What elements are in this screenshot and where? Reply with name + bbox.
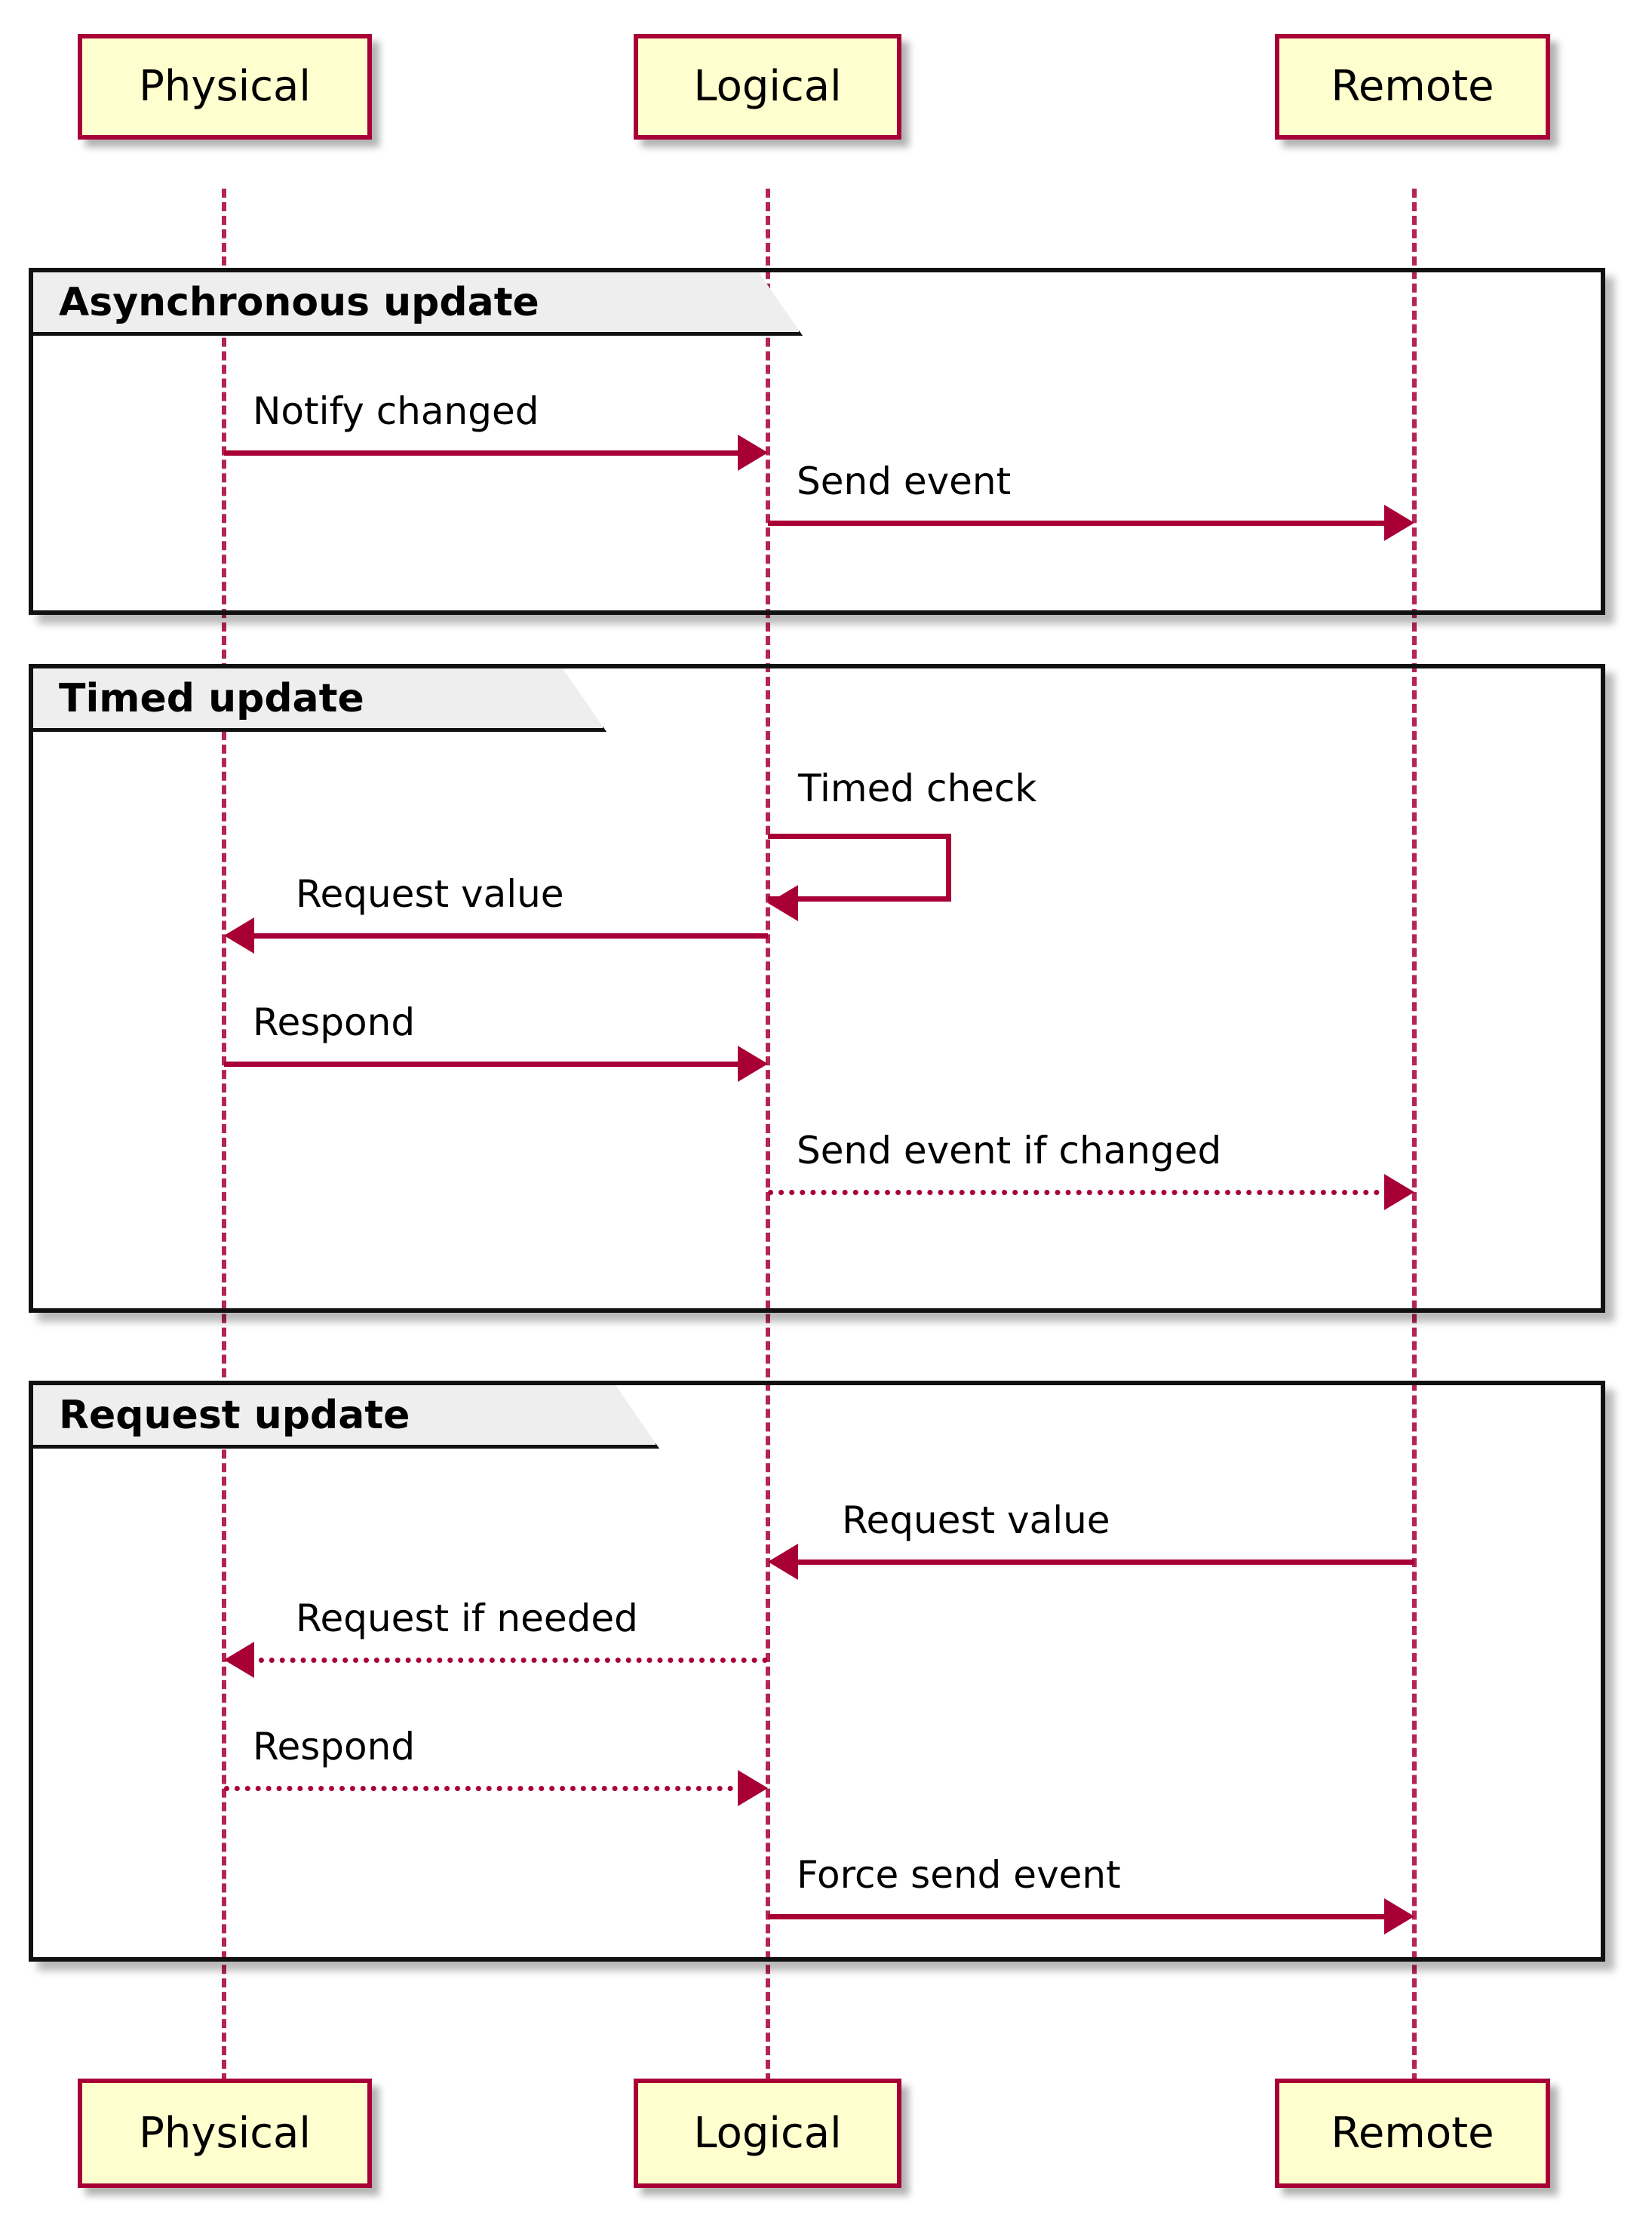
arrowhead-left-icon: [224, 917, 254, 954]
frame-label-timed-update: Timed update: [33, 668, 606, 732]
participant-logical-header[interactable]: Logical: [634, 34, 901, 140]
message-request-value-remote[interactable]: Request value: [768, 1501, 1414, 1584]
participant-logical-footer[interactable]: Logical: [634, 2079, 901, 2188]
lifeline-logical: [766, 189, 775, 2082]
message-timed-check[interactable]: Timed check: [768, 770, 1036, 921]
self-message-loop: [768, 834, 951, 902]
participant-label: Logical: [693, 2108, 842, 2158]
arrowhead-right-icon: [738, 1770, 768, 1806]
message-line: [224, 1062, 744, 1067]
message-send-event[interactable]: Send event: [768, 462, 1414, 545]
participant-remote-header[interactable]: Remote: [1275, 34, 1550, 140]
message-label: Force send event: [797, 1853, 1121, 1897]
message-label: Request if needed: [296, 1596, 638, 1640]
message-force-send-event[interactable]: Force send event: [768, 1856, 1414, 1939]
frame-request-update: Request update: [29, 1381, 1605, 1962]
message-line: [224, 450, 744, 456]
arrowhead-right-icon: [1384, 505, 1414, 541]
frame-label-asynchronous-update: Asynchronous update: [33, 272, 803, 336]
participant-label: Physical: [139, 62, 311, 111]
message-line: [768, 1914, 1390, 1919]
participant-label: Physical: [139, 2108, 311, 2158]
message-line: [768, 1190, 1390, 1195]
frame-label-text: Timed update: [59, 675, 364, 721]
message-label: Timed check: [798, 767, 1037, 810]
participant-label: Remote: [1331, 62, 1494, 111]
frame-label-text: Request update: [59, 1392, 410, 1438]
arrowhead-left-icon: [768, 1544, 798, 1580]
message-line: [792, 1559, 1414, 1565]
lifeline-physical: [222, 189, 231, 2082]
message-label: Send event if changed: [797, 1129, 1222, 1172]
message-label: Notify changed: [253, 389, 539, 433]
message-respond-timed[interactable]: Respond: [224, 1003, 768, 1086]
message-line: [248, 933, 768, 939]
message-notify-changed[interactable]: Notify changed: [224, 392, 768, 475]
frame-timed-update: Timed update: [29, 664, 1605, 1313]
participant-physical-header[interactable]: Physical: [78, 34, 372, 140]
participant-label: Logical: [693, 62, 842, 111]
arrowhead-right-icon: [1384, 1174, 1414, 1210]
participant-label: Remote: [1331, 2108, 1494, 2158]
message-line: [768, 521, 1390, 526]
frame-label-text: Asynchronous update: [59, 279, 539, 325]
participant-remote-footer[interactable]: Remote: [1275, 2079, 1550, 2188]
arrowhead-left-icon: [768, 885, 798, 921]
message-label: Send event: [797, 459, 1012, 503]
message-respond-request[interactable]: Respond: [224, 1728, 768, 1811]
arrowhead-right-icon: [738, 435, 768, 471]
arrowhead-right-icon: [1384, 1898, 1414, 1934]
arrowhead-left-icon: [224, 1642, 254, 1678]
participant-physical-footer[interactable]: Physical: [78, 2079, 372, 2188]
message-line: [224, 1786, 744, 1791]
message-send-event-if-changed[interactable]: Send event if changed: [768, 1132, 1414, 1215]
arrowhead-right-icon: [738, 1046, 768, 1082]
frame-asynchronous-update: Asynchronous update: [29, 268, 1605, 615]
message-label: Request value: [296, 872, 564, 916]
message-label: Request value: [842, 1498, 1110, 1542]
message-label: Respond: [253, 1725, 416, 1768]
message-label: Respond: [253, 1000, 416, 1044]
message-request-value-timed[interactable]: Request value: [224, 875, 768, 958]
frame-label-request-update: Request update: [33, 1385, 659, 1449]
message-request-if-needed[interactable]: Request if needed: [224, 1599, 768, 1682]
message-line: [248, 1658, 768, 1663]
lifeline-remote: [1412, 189, 1421, 2082]
